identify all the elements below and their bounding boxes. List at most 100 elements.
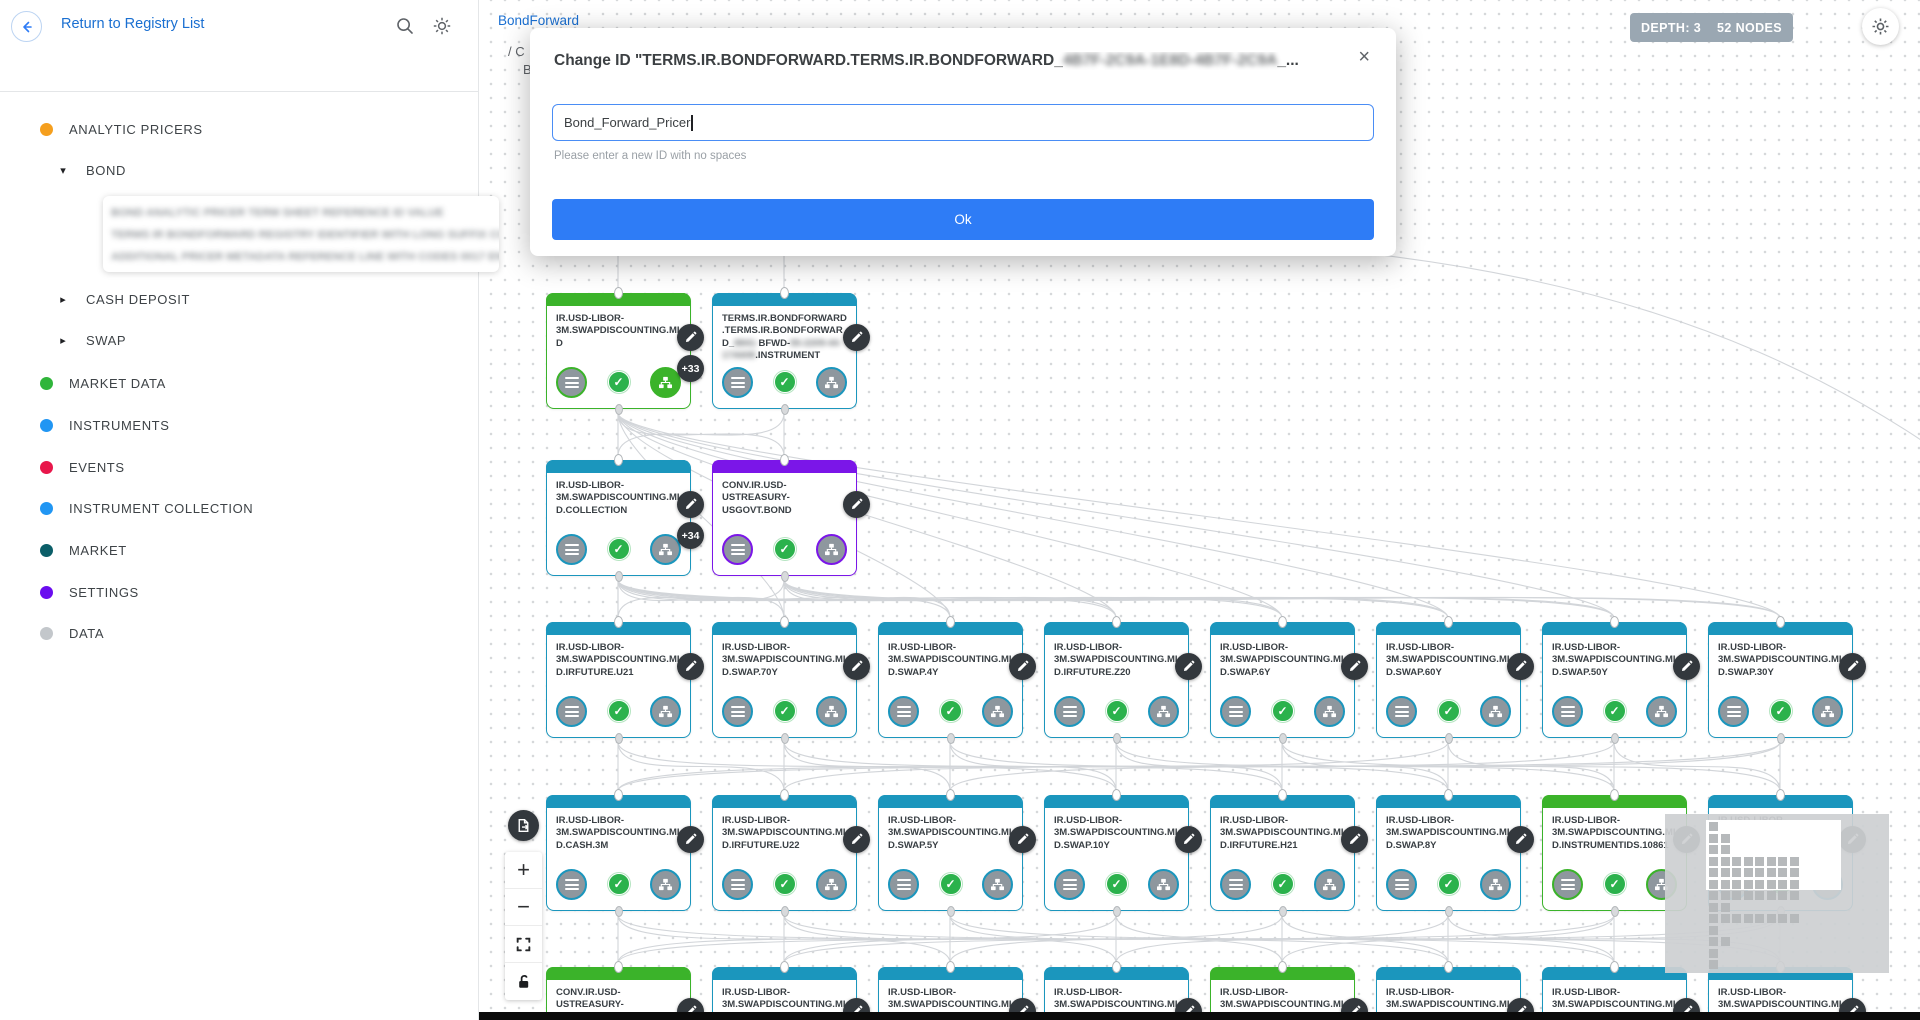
hierarchy-icon[interactable] [1148,696,1179,727]
edit-pencil-badge[interactable] [843,653,870,680]
top-connector[interactable] [780,961,789,973]
bottom-connector[interactable] [1278,906,1287,917]
bottom-connector[interactable] [614,571,623,582]
graph-node[interactable]: IR.USD-LIBOR-3M.SWAPDISCOUNTING.MID.IRFU… [712,961,870,1020]
graph-node[interactable]: IR.USD-LIBOR-3M.SWAPDISCOUNTING.MID.SWAP… [878,616,1036,744]
top-connector[interactable] [780,287,789,299]
selected-item-card[interactable]: BOND ANALYTIC PRICER TERM SHEET REFERENC… [103,196,499,272]
hierarchy-icon[interactable] [1646,696,1677,727]
edit-pencil-badge[interactable] [677,826,704,853]
bottom-connector[interactable] [614,906,623,917]
edit-pencil-badge[interactable] [677,653,704,680]
graph-node[interactable]: IR.USD-LIBOR-3M.SWAPDISCOUNTING.MID.COLL… [546,454,704,582]
top-connector[interactable] [614,616,623,628]
graph-node[interactable]: IR.USD-LIBOR-3M.SWAPDISCOUNTING.MID.CASH… [878,961,1036,1020]
zoom-out-button[interactable]: − [505,889,542,926]
check-icon[interactable]: ✓ [1603,873,1626,895]
return-to-registry-link[interactable]: Return to Registry List [61,16,205,32]
check-icon[interactable]: ✓ [1271,873,1294,895]
graph-node[interactable]: IR.USD-LIBOR-3M.SWAPDISCOUNTING.MID.IRFU… [1044,616,1202,744]
top-connector[interactable] [1112,789,1121,801]
top-connector[interactable] [1610,616,1619,628]
menu-icon[interactable] [722,869,753,900]
check-icon[interactable]: ✓ [773,700,796,722]
hierarchy-icon[interactable] [1480,696,1511,727]
edit-pencil-badge[interactable] [1341,653,1368,680]
top-connector[interactable] [1444,961,1453,973]
search-icon[interactable] [393,14,417,38]
sidebar-item-market-data[interactable]: MARKET DATA [0,366,470,400]
minimap[interactable] [1665,814,1889,973]
top-connector[interactable] [780,616,789,628]
bottom-connector[interactable] [946,906,955,917]
menu-icon[interactable] [1220,869,1251,900]
graph-node[interactable]: IR.USD-LIBOR-3M.SWAPDISCOUNTING.MID.SWAP… [1376,616,1534,744]
top-connector[interactable] [1444,616,1453,628]
hierarchy-icon[interactable] [650,696,681,727]
edit-pencil-badge[interactable] [1009,653,1036,680]
sidebar-item-events[interactable]: EVENTS [0,450,470,484]
edit-pencil-badge[interactable] [1507,653,1534,680]
top-connector[interactable] [614,454,623,466]
bottom-connector[interactable] [1610,733,1619,744]
bottom-connector[interactable] [1776,733,1785,744]
check-icon[interactable]: ✓ [773,371,796,393]
menu-icon[interactable] [556,696,587,727]
edit-pencil-badge[interactable] [1673,653,1700,680]
check-icon[interactable]: ✓ [1105,873,1128,895]
sidebar-item-analytic-pricers[interactable]: ANALYTIC PRICERS [0,112,470,146]
top-connector[interactable] [1610,789,1619,801]
hierarchy-icon[interactable] [816,696,847,727]
sidebar-item-cash-deposit[interactable]: ▸CASH DEPOSIT [0,282,470,316]
check-icon[interactable]: ✓ [1603,700,1626,722]
edit-pencil-badge[interactable] [843,491,870,518]
top-connector[interactable] [1610,961,1619,973]
hierarchy-icon[interactable] [982,696,1013,727]
bottom-connector[interactable] [1444,906,1453,917]
hierarchy-icon[interactable] [1812,696,1843,727]
hierarchy-icon[interactable] [650,367,681,398]
edit-pencil-badge[interactable] [843,324,870,351]
edit-pencil-badge[interactable] [1507,826,1534,853]
bottom-connector[interactable] [614,733,623,744]
top-connector[interactable] [1776,789,1785,801]
hidden-count-badge[interactable]: +34 [677,522,704,549]
hierarchy-icon[interactable] [816,367,847,398]
check-icon[interactable]: ✓ [1105,700,1128,722]
graph-node[interactable]: CONV.IR.USD-USTREASURY-USGOVT.BOND✓ [712,454,870,582]
back-button[interactable] [11,11,42,42]
hierarchy-icon[interactable] [1480,869,1511,900]
menu-icon[interactable] [722,534,753,565]
menu-icon[interactable] [1054,869,1085,900]
fit-view-button[interactable] [505,926,542,963]
edit-pencil-badge[interactable] [1839,653,1866,680]
minimap-viewport[interactable] [1706,820,1841,890]
bottom-connector[interactable] [1610,906,1619,917]
graph-node[interactable]: IR.USD-LIBOR-3M.SWAPDISCOUNTING.MID.SWAP… [1708,616,1866,744]
edit-pencil-badge[interactable] [677,324,704,351]
bottom-connector[interactable] [1444,733,1453,744]
breadcrumb-root-link[interactable]: BondForward [498,13,580,28]
menu-icon[interactable] [1386,696,1417,727]
bottom-connector[interactable] [780,733,789,744]
top-connector[interactable] [780,454,789,466]
hierarchy-icon[interactable] [650,869,681,900]
top-connector[interactable] [946,789,955,801]
top-connector[interactable] [946,961,955,973]
graph-node[interactable]: IR.USD-LIBOR-3M.SWAPDISCOUNTING.MID.SWAP… [878,789,1036,917]
hierarchy-icon[interactable] [1314,696,1345,727]
bottom-connector[interactable] [780,404,789,415]
graph-node[interactable]: IR.USD-LIBOR-3M.SWAPDISCOUNTING.MID.SWAP… [712,616,870,744]
top-connector[interactable] [1444,789,1453,801]
top-connector[interactable] [1278,961,1287,973]
menu-icon[interactable] [1386,869,1417,900]
sidebar-item-instruments[interactable]: INSTRUMENTS [0,408,470,442]
top-connector[interactable] [1112,961,1121,973]
graph-node[interactable]: IR.USD-LIBOR-3M.SWAPDISCOUNTING.MID.SWAP… [1044,789,1202,917]
top-connector[interactable] [780,789,789,801]
close-icon[interactable]: × [1358,46,1370,68]
sidebar-item-data[interactable]: DATA [0,616,470,650]
new-id-input[interactable]: Bond_Forward_Pricer [552,104,1374,141]
top-connector[interactable] [1278,616,1287,628]
hierarchy-icon[interactable] [816,534,847,565]
